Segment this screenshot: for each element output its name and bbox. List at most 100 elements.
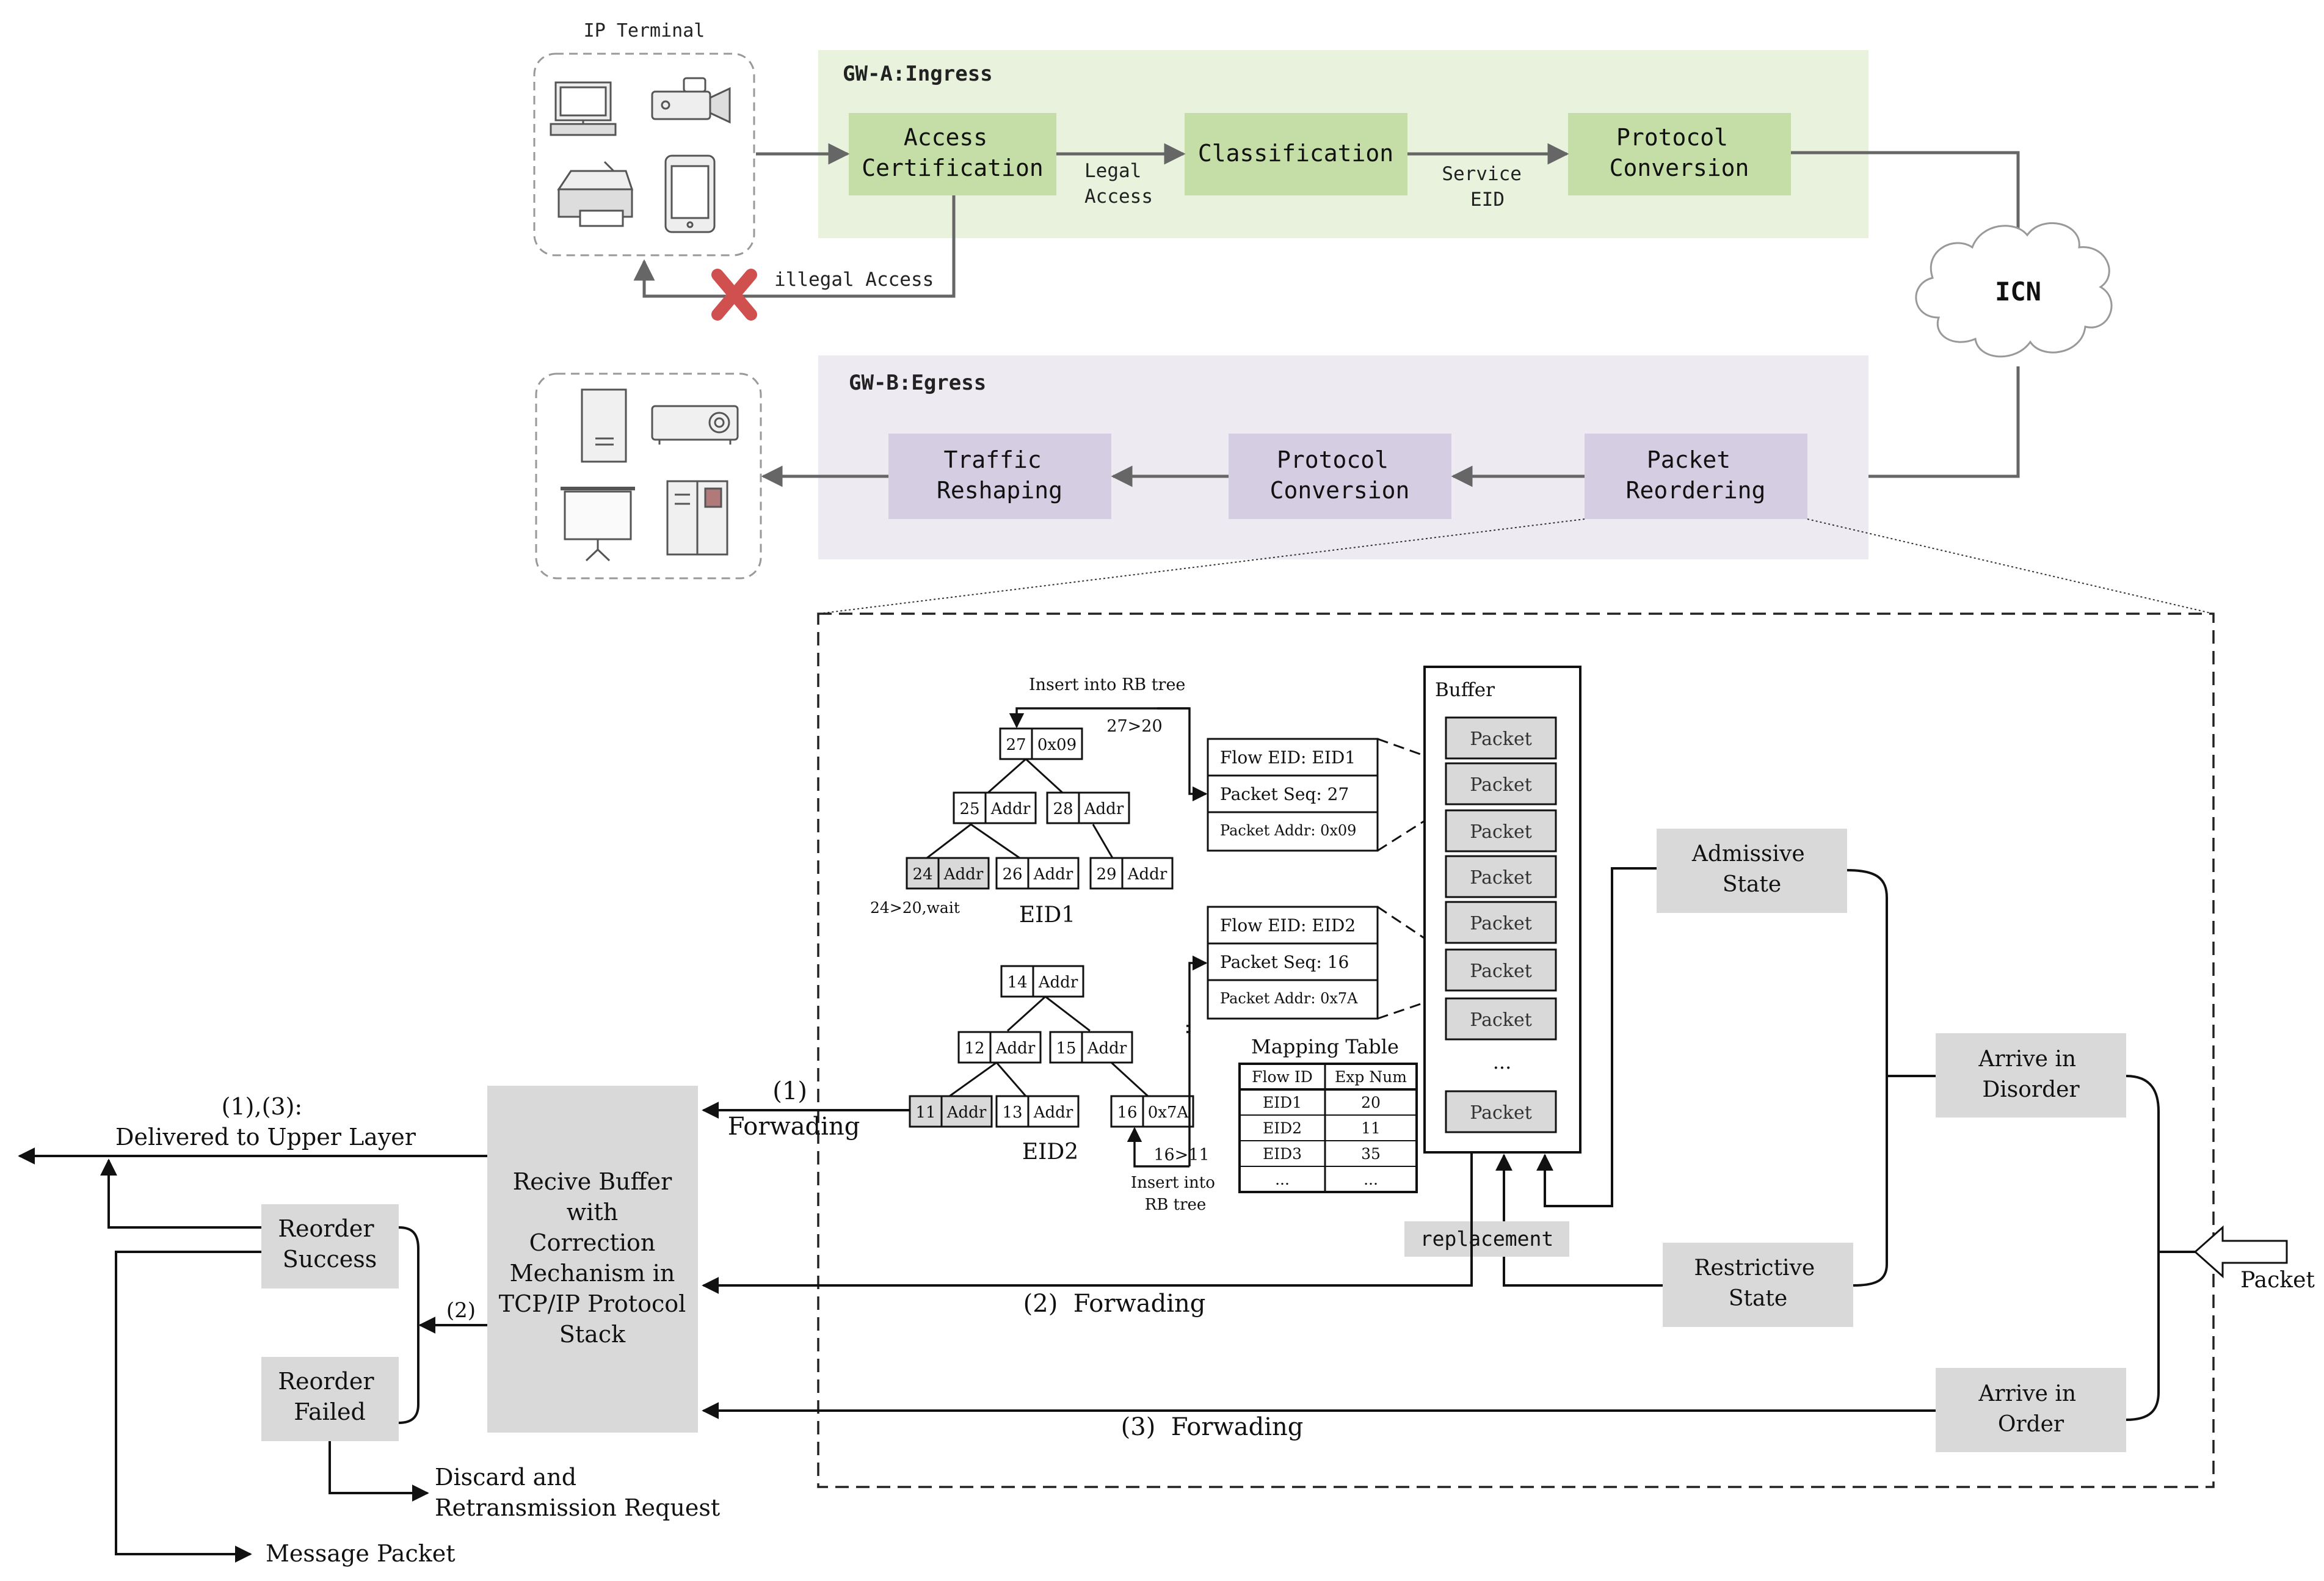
reorder-bracket — [398, 1226, 419, 1424]
fax-printer-icon — [557, 161, 634, 227]
eid2-node-key: 14 — [1007, 973, 1027, 992]
buffer-title: Buffer — [1435, 679, 1495, 701]
eid1-node-key: 28 — [1053, 800, 1073, 818]
packet-input-label: Packet — [2240, 1268, 2315, 1293]
legal-access-label: Legal Access — [1084, 160, 1153, 208]
forwarding-2-label: (2) Forwading — [1023, 1290, 1206, 1318]
state-bracket — [1846, 869, 1888, 1287]
eid2-node-16: 16 0x7A — [1110, 1095, 1194, 1128]
arrive-order-box — [1936, 1368, 2126, 1452]
buffer-packet-label: Packet — [1470, 1009, 1532, 1031]
mapping-table-cell: ... — [1275, 1171, 1290, 1188]
reorder-success-box — [261, 1204, 399, 1288]
eid2-node-value: 0x7A — [1148, 1103, 1189, 1122]
eid2-node-value: Addr — [1087, 1039, 1127, 1058]
mapping-table-title: Mapping Table — [1251, 1035, 1399, 1058]
flow-2-addr: Packet Addr: 0x7A — [1220, 990, 1358, 1007]
recive-buffer-line: Recive Buffer — [513, 1168, 672, 1195]
protocol-conversion-b-label: Protocol Conversion — [1270, 446, 1410, 504]
replacement-label: replacement — [1420, 1227, 1554, 1251]
desktop-computer-icon — [550, 81, 617, 136]
protocol-conversion-b-box — [1229, 434, 1451, 519]
admissive-to-buffer-path — [1536, 867, 1657, 1207]
ip-terminal-group — [533, 53, 755, 256]
message-packet-label: Message Packet — [266, 1540, 456, 1567]
eid2-node-key: 12 — [964, 1039, 984, 1058]
insert-bottom-path — [1127, 1127, 1189, 1168]
access-certification-label: Access Certification — [862, 124, 1043, 181]
illegal-access-label: illegal Access — [774, 269, 934, 291]
eid1-node-value: 0x09 — [1037, 736, 1077, 754]
admissive-state-box — [1657, 829, 1847, 913]
eid1-label: EID1 — [1019, 903, 1075, 928]
forwarding-3-label: (3) Forwading — [1121, 1413, 1304, 1441]
success-to-upper-path — [100, 1158, 261, 1229]
eid2-label: EID2 — [1022, 1139, 1078, 1165]
flow-1-eid: Flow EID: EID1 — [1220, 747, 1356, 768]
reorder-2-label: (2) — [446, 1298, 476, 1323]
server-tower-icon — [581, 388, 627, 463]
eid2-node-value: Addr — [1033, 1103, 1073, 1122]
projection-screen-icon — [561, 487, 635, 562]
mapping-table-cell: EID2 — [1263, 1119, 1302, 1137]
mobile-phone-icon — [664, 154, 716, 233]
insert-arrow-top — [1009, 707, 1189, 729]
compare-top-label: 27>20 — [1106, 717, 1162, 736]
ip-terminal-label: IP Terminal — [584, 20, 705, 42]
eid2-node-key: 16 — [1117, 1103, 1137, 1122]
reordering-detail-region — [817, 612, 2215, 1488]
mapping-table-header: Exp Num — [1335, 1068, 1407, 1086]
eid2-node-key: 11 — [915, 1103, 935, 1122]
service-eid-label: Service EID — [1442, 163, 1533, 211]
restrictive-state-box — [1663, 1243, 1853, 1327]
insert-rb-tree-top-label: Insert into RB tree — [1029, 675, 1185, 694]
compare-path-top — [1157, 707, 1208, 802]
success-to-message-path — [115, 1251, 261, 1563]
discard-label: Discard and Retransmission Request — [435, 1464, 720, 1521]
gw-a-title: GW-A:Ingress — [843, 62, 993, 86]
reorder-failed-label: Reorder Failed — [278, 1368, 381, 1425]
recive-buffer-line: TCP/IP Protocol — [499, 1290, 686, 1317]
restrictive-to-buffer-path — [1495, 1154, 1663, 1287]
recive-buffer-line: Mechanism in — [510, 1260, 675, 1287]
icn-cloud-icon — [1915, 222, 2113, 358]
protocol-conversion-a-box — [1568, 113, 1791, 195]
buffer-last-packet — [1445, 1090, 1557, 1133]
recive-buffer-box — [487, 1086, 698, 1433]
arrive-disorder-label: Arrive in Disorder — [1978, 1047, 2083, 1102]
delivered-label: (1),(3): Delivered to Upper Layer — [115, 1093, 416, 1150]
mapping-table-cell: EID3 — [1263, 1145, 1302, 1163]
eid2-node-14: 14 Addr — [1000, 965, 1084, 998]
recive-buffer-line: Stack — [559, 1321, 626, 1348]
access-certification-box — [849, 113, 1056, 195]
buffer-packet-label: Packet — [1470, 729, 1532, 750]
protocol-conversion-a-label: Protocol Conversion — [1610, 124, 1749, 181]
mapping-table-cell: 35 — [1361, 1145, 1381, 1163]
eid1-node-key: 25 — [959, 800, 979, 818]
mapping-table-cell: EID1 — [1263, 1094, 1302, 1111]
arrow-icn-to-reordering — [1807, 366, 2020, 487]
flow-info-box-1 — [1207, 738, 1379, 852]
reorder-failed-box — [261, 1357, 399, 1441]
buffer-ellipsis: ... — [1493, 1050, 1512, 1074]
flow-1-seq: Packet Seq: 27 — [1220, 784, 1349, 804]
eid2-node-value: Addr — [1038, 973, 1078, 992]
arrive-order-label: Arrive in Order — [1978, 1381, 2083, 1437]
eid2-node-value: Addr — [946, 1103, 987, 1122]
buffer-last-packet-label: Packet — [1470, 1102, 1532, 1124]
buffer-output-path-2 — [702, 1152, 1473, 1294]
eid1-node-value: Addr — [943, 865, 984, 884]
traffic-reshaping-label: Traffic Reshaping — [937, 446, 1062, 504]
buffer-packet-label: Packet — [1470, 961, 1532, 982]
projector-icon — [651, 405, 739, 445]
flow-2-eid: Flow EID: EID2 — [1220, 915, 1356, 936]
eid1-tree — [926, 758, 1114, 859]
buffer-packet-label: Packet — [1470, 821, 1532, 843]
